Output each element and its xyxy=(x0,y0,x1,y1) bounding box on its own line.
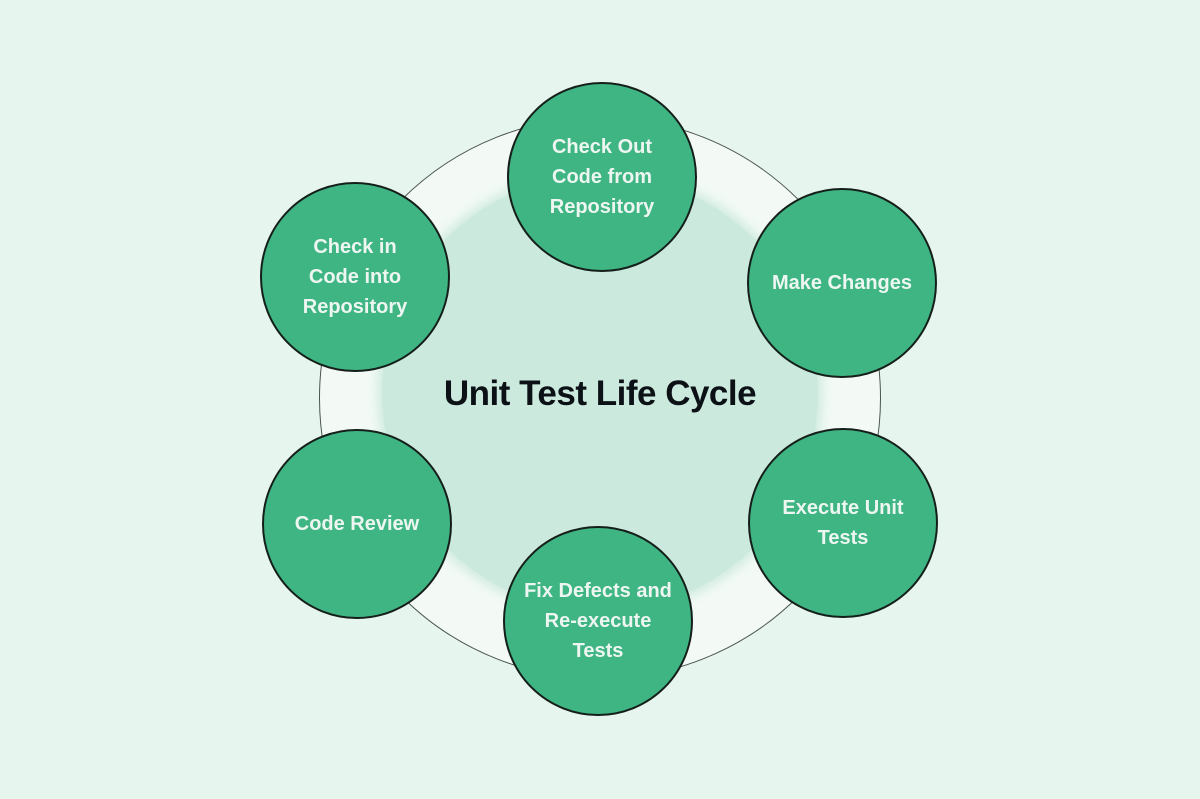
node-code-review: Code Review xyxy=(262,429,452,619)
diagram-title: Unit Test Life Cycle xyxy=(443,374,757,413)
node-label: Make Changes xyxy=(771,272,913,294)
node-label: Execute Unit Tests xyxy=(782,497,904,549)
node-label: Fix Defects and Re-execute Tests xyxy=(524,580,672,662)
node-label: Check in Code into Repository xyxy=(302,236,408,318)
node-execute-unit-tests: Execute Unit Tests xyxy=(748,428,938,618)
node-label: Code Review xyxy=(294,513,420,535)
node-make-changes: Make Changes xyxy=(747,188,937,378)
node-fix-defects-and-re-execute-tests: Fix Defects and Re-execute Tests xyxy=(503,526,693,716)
node-check-in-code-into-repository: Check in Code into Repository xyxy=(260,182,450,372)
node-label: Check Out Code from Repository xyxy=(549,136,655,218)
node-check-out-code-from-repository: Check Out Code from Repository xyxy=(507,82,697,272)
